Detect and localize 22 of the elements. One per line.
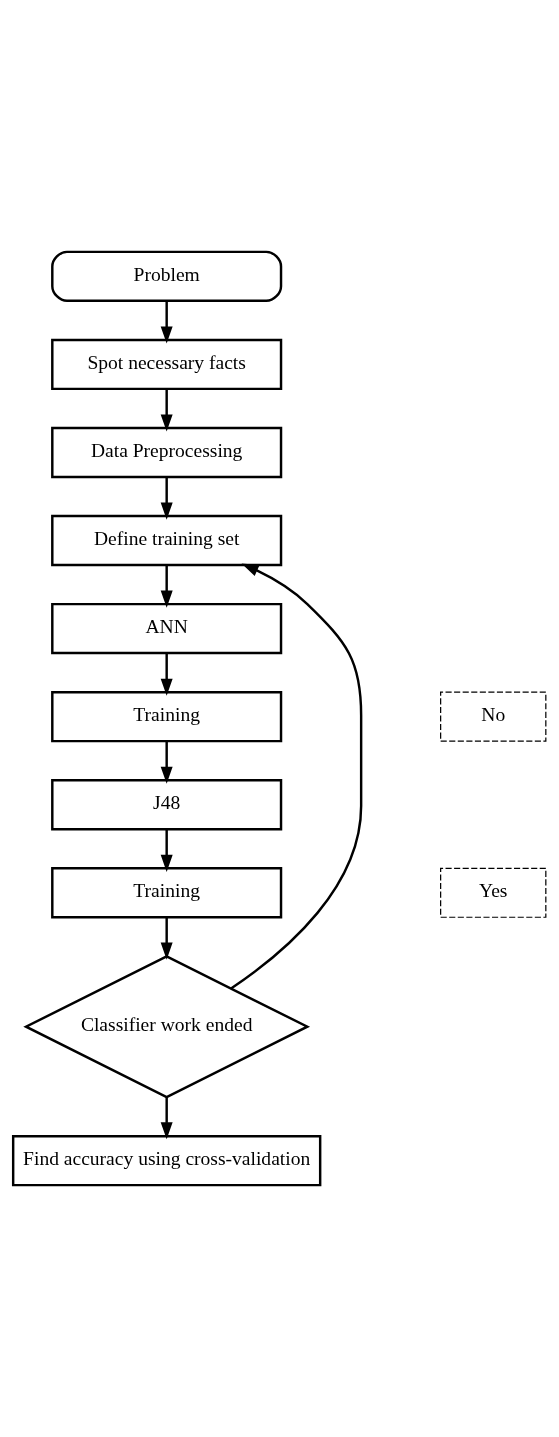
arrow [160, 1097, 173, 1140]
node-box: Training [51, 867, 283, 919]
node-box: Find accuracy using cross-validation [11, 1134, 322, 1187]
node-box: ANN [51, 602, 283, 655]
node-box: Spot necessary facts [51, 338, 283, 391]
arrow [160, 565, 173, 608]
node-box: Problem [51, 250, 283, 303]
node-box: No [440, 691, 547, 742]
node-box: J48 [51, 779, 283, 831]
arrow [160, 741, 173, 784]
node-box: Data Preprocessing [51, 426, 283, 479]
arrow [160, 829, 173, 872]
arrow [160, 477, 173, 520]
arrow [160, 300, 173, 344]
arrow [230, 563, 363, 990]
node-box: Define training set [51, 514, 283, 567]
node-box: Yes [440, 867, 547, 918]
arrow [160, 389, 173, 432]
arrow [160, 917, 173, 960]
node-box: Training [51, 690, 283, 743]
arrow [160, 653, 173, 696]
node-diamond: Classifier work ended [23, 955, 311, 1099]
